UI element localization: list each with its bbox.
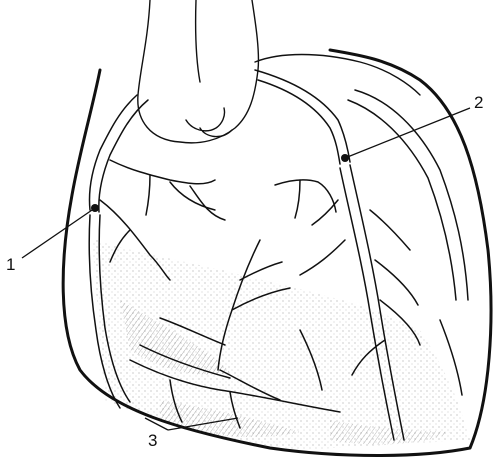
label-2: 2 [474, 93, 483, 112]
label-3: 3 [148, 431, 157, 450]
anterior-branch-top-inner [258, 80, 340, 164]
leader-line-1 [22, 208, 95, 258]
leader-line-2 [345, 108, 470, 158]
aorta-inner [196, 0, 200, 82]
label-1: 1 [6, 255, 15, 274]
marginal-artery-right-inner [348, 100, 456, 300]
left-coronary-main [89, 95, 137, 210]
aortic-cusps [186, 108, 232, 137]
